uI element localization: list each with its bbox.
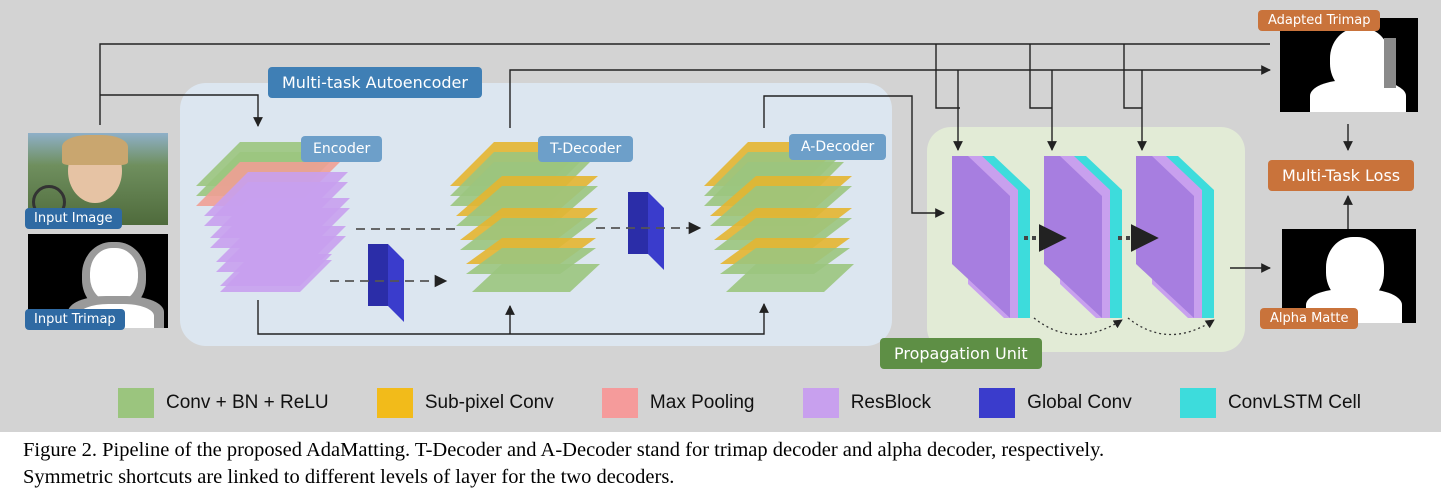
pipeline-diagram [99,43,1353,352]
encoder-stack [196,142,350,292]
legend-swatch-convlstm [1179,388,1216,418]
legend-item-maxpool: Max Pooling [601,388,755,418]
legend-swatch-subpixel [376,388,413,418]
global-conv-block-2-side [628,192,648,254]
legend-swatch-globalconv [979,388,1016,418]
legend-swatch-resblock [802,388,839,418]
input-image-label: Input Image [25,208,122,229]
a-decoder-stack [704,142,854,292]
alpha-matte-label: Alpha Matte [1260,308,1359,329]
legend-item-resblock: ResBlock [802,388,931,418]
legend: Conv + BN + ReLU Sub-pixel Conv Max Pool… [118,388,1361,418]
legend-label-convlstm: ConvLSTM Cell [1227,392,1361,413]
legend-item-globalconv: Global Conv [979,388,1132,418]
legend-label-globalconv: Global Conv [1027,392,1132,413]
multi-task-loss-box: Multi-Task Loss [1268,160,1415,191]
legend-item-convlstm: ConvLSTM Cell [1179,388,1361,418]
connector-lines [99,43,1353,335]
legend-swatch-maxpool [601,388,638,418]
input-image-thumbnail [28,133,168,225]
alpha-matte-thumbnail [1282,229,1416,323]
global-conv-block-1-side [368,244,388,306]
propagation-cell-3 [1136,156,1214,318]
caption-line-2: Symmetric shortcuts are linked to differ… [23,466,675,488]
legend-label-subpixel: Sub-pixel Conv [424,392,554,413]
autoencoder-title: Multi-task Autoencoder [268,67,482,98]
propagation-unit-label: Propagation Unit [880,338,1042,369]
adapted-trimap-thumbnail [1280,18,1418,112]
t-decoder-stack [450,142,600,292]
figure-area: Multi-task Autoencoder Encoder T-Decoder… [0,0,1441,432]
legend-label-conv: Conv + BN + ReLU [166,392,329,413]
propagation-cell-2 [1044,156,1122,318]
legend-swatch-conv [118,388,154,418]
legend-item-subpixel: Sub-pixel Conv [376,388,554,418]
a-decoder-label: A-Decoder [789,134,887,160]
legend-label-resblock: ResBlock [850,392,931,413]
input-trimap-label: Input Trimap [25,309,125,330]
encoder-label: Encoder [301,136,383,162]
legend-label-maxpool: Max Pooling [649,392,755,413]
caption-line-1: Figure 2. Pipeline of the proposed AdaMa… [23,439,1105,461]
recurrent-links [1033,317,1215,336]
t-decoder-label: T-Decoder [538,136,634,162]
dashed-flow [330,221,702,288]
figure-caption: Figure 2. Pipeline of the proposed AdaMa… [23,437,1421,491]
propagation-cell-1 [952,156,1030,318]
legend-item-conv: Conv + BN + ReLU [118,388,329,418]
adapted-trimap-label: Adapted Trimap [1258,10,1381,31]
